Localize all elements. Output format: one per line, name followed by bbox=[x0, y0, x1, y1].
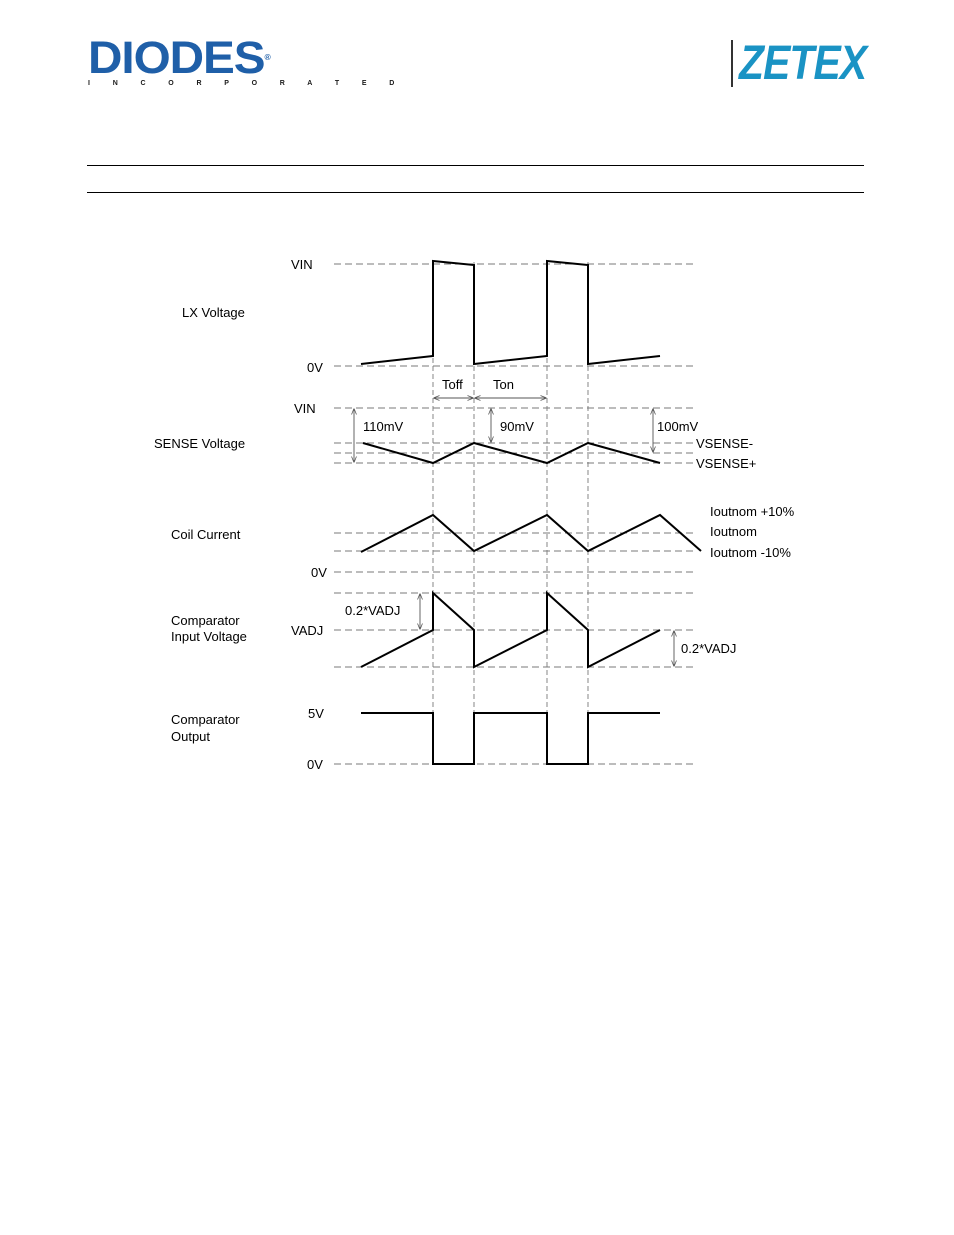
threshold-label-ioutnom: Ioutnom bbox=[710, 524, 757, 539]
threshold-label-vsense-minus: VSENSE- bbox=[696, 436, 753, 451]
dim-label-90mv: 90mV bbox=[500, 419, 534, 434]
threshold-label-vsense-plus: VSENSE+ bbox=[696, 456, 756, 471]
reference-lines bbox=[334, 264, 694, 764]
level-label-coil-0v: 0V bbox=[311, 565, 327, 580]
coil-current-waveform bbox=[361, 515, 701, 552]
comparator-output-waveform bbox=[361, 713, 660, 764]
dim-label-vadj-left: 0.2*VADJ bbox=[345, 603, 400, 618]
row-label-coil-current: Coil Current bbox=[171, 527, 241, 542]
row-label-comparator-input-1: Comparator bbox=[171, 613, 240, 628]
interval-label-ton: Ton bbox=[493, 377, 514, 392]
threshold-label-ioutnom-minus: Ioutnom -10% bbox=[710, 545, 791, 560]
level-label-vadj: VADJ bbox=[291, 623, 323, 638]
level-label-5v: 5V bbox=[308, 706, 324, 721]
interval-label-toff: Toff bbox=[442, 377, 463, 392]
level-label-sense-vin: VIN bbox=[294, 401, 316, 416]
row-label-comparator-input-2: Input Voltage bbox=[171, 629, 247, 644]
row-label-sense-voltage: SENSE Voltage bbox=[154, 436, 245, 451]
row-label-comparator-output-2: Output bbox=[171, 729, 210, 744]
level-label-lx-0v: 0V bbox=[307, 360, 323, 375]
threshold-label-ioutnom-plus: Ioutnom +10% bbox=[710, 504, 795, 519]
level-label-lx-vin: VIN bbox=[291, 257, 313, 272]
row-label-comparator-output-1: Comparator bbox=[171, 712, 240, 727]
dim-label-vadj-right: 0.2*VADJ bbox=[681, 641, 736, 656]
row-label-lx-voltage: LX Voltage bbox=[182, 305, 245, 320]
dim-label-110mv: 110mV bbox=[363, 419, 404, 434]
level-label-out-0v: 0V bbox=[307, 757, 323, 772]
lx-voltage-waveform bbox=[361, 261, 660, 364]
transition-lines bbox=[433, 262, 588, 764]
dim-label-100mv: 100mV bbox=[657, 419, 699, 434]
